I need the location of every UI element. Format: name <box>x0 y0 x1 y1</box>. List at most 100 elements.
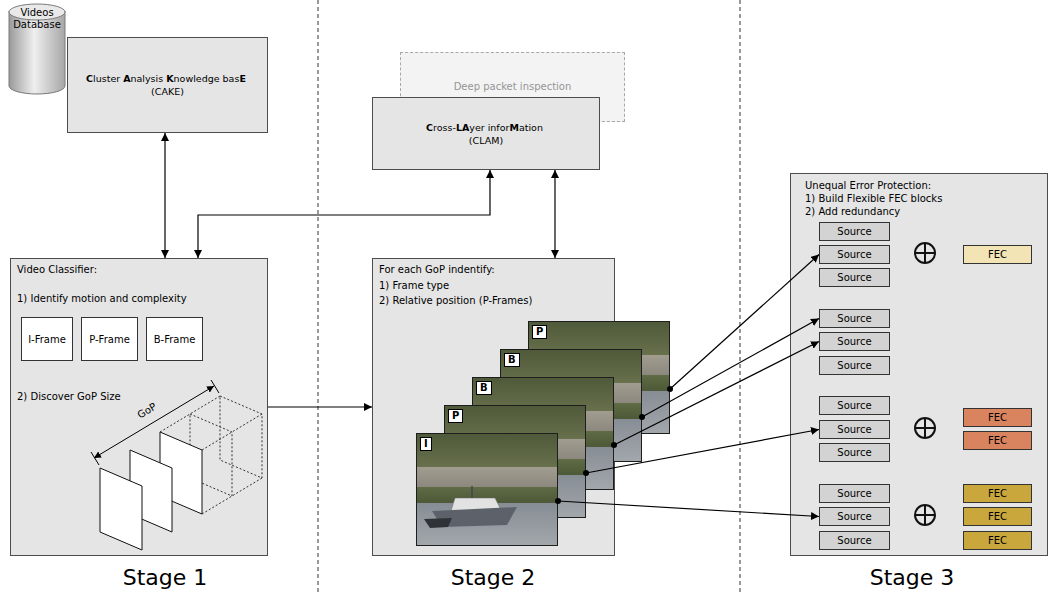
box-label: Deep packet inspection <box>454 80 572 93</box>
fec-block: FEC <box>963 531 1032 550</box>
block-label: FEC <box>988 434 1007 447</box>
xor-symbol <box>915 427 935 429</box>
block-label: FEC <box>988 510 1007 523</box>
panel-text: 1) Identify motion and complexity <box>17 292 267 305</box>
start-dot <box>667 386 673 392</box>
gop-panel: For each GoP indentify: 1) Frame type 2) R… <box>372 258 615 556</box>
block-label: Source <box>837 487 871 500</box>
connector-arrow <box>164 133 165 258</box>
dimension-tick <box>91 452 99 465</box>
source-block: Source <box>819 484 890 503</box>
connector-arrow <box>554 170 555 258</box>
block-label: Source <box>837 312 871 325</box>
source-block: Source <box>819 531 890 550</box>
xor-symbol <box>915 252 935 254</box>
block-label: Source <box>837 271 871 284</box>
frame-type-letter: B <box>504 353 520 367</box>
stage-label-holder: Stage 2 <box>451 565 536 591</box>
dotted-edge <box>160 396 220 432</box>
panel-text: 2) Relative position (P-Frames) <box>379 294 614 307</box>
stage-separator <box>740 0 741 595</box>
panel-text: 1) Build Flexible FEC blocks <box>805 192 1047 205</box>
connector-arrow <box>670 255 819 390</box>
dimension-tick <box>211 380 219 393</box>
connector-arrow <box>586 430 819 474</box>
stage-label: Stage 3 <box>870 565 955 591</box>
start-dot <box>639 414 645 420</box>
source-block: Source <box>819 443 890 462</box>
dimension-arrow <box>94 386 214 458</box>
connector-arrow <box>558 501 819 517</box>
xor-symbol <box>915 505 935 525</box>
frame-type-box: P-Frame <box>81 317 138 361</box>
gop-frame <box>130 450 172 532</box>
stage-label: Stage 2 <box>451 565 536 591</box>
connector-arrow <box>198 170 490 258</box>
knowledge-base-box: Cluster Analysis Knowledge basE (CAKE) <box>67 37 268 133</box>
source-block: Source <box>819 268 890 287</box>
box-label: Cluster Analysis Knowledge basE (CAKE) <box>86 72 249 98</box>
text-run: ation <box>519 122 546 133</box>
source-block: Source <box>819 245 890 264</box>
dimension-label: GoP <box>135 401 158 422</box>
frame-type-letter: P <box>448 409 463 423</box>
fec-block: FEC <box>963 431 1032 450</box>
block-label: Source <box>837 510 871 523</box>
block-label: Source <box>837 248 871 261</box>
text-run: A <box>123 73 130 84</box>
xor-symbol <box>915 418 935 438</box>
block-label: FEC <box>988 534 1007 547</box>
source-block: Source <box>819 507 890 526</box>
block-label: Source <box>837 423 871 436</box>
stage-label-holder: Stage 1 <box>123 565 208 591</box>
xor-symbol <box>915 514 935 516</box>
box-label: Cross-LAyer inforMation (CLAM) <box>426 121 546 147</box>
block-label: Source <box>837 335 871 348</box>
start-dot <box>583 470 589 476</box>
frame-type-box: I-Frame <box>21 317 73 361</box>
stage-label: Stage 1 <box>123 565 208 591</box>
text-line: Cross-LAyer inforMation <box>426 121 546 134</box>
block-label: Source <box>837 534 871 547</box>
xor-symbols <box>915 243 935 525</box>
cross-layer-box: Cross-LAyer inforMation (CLAM) <box>372 97 600 170</box>
text-run: LA <box>456 122 469 133</box>
frame-type-letter: P <box>532 325 547 339</box>
fec-block: FEC <box>963 484 1032 503</box>
source-block: Source <box>819 309 890 328</box>
frame-type-letter: I <box>420 437 432 451</box>
boat-cabin <box>451 498 501 511</box>
panel-heading: Unequal Error Protection: <box>805 179 1047 192</box>
start-dot <box>555 498 561 504</box>
panel-heading: For each GoP indentify: <box>379 263 614 276</box>
dotted-frame <box>220 396 262 478</box>
text-run: K <box>166 73 173 84</box>
gop-frame <box>160 432 202 514</box>
block-label: FEC <box>988 411 1007 424</box>
block-label: P-Frame <box>89 333 130 346</box>
start-dot <box>611 442 617 448</box>
connector-arrow <box>614 342 819 446</box>
boat-hull <box>432 507 517 527</box>
gop-sketch <box>91 380 262 550</box>
database-cylinder: Videos Database <box>7 3 67 95</box>
protection-panel: Unequal Error Protection:1) Build Flexib… <box>790 173 1048 556</box>
fec-block: FEC <box>963 245 1032 264</box>
text-line: (CAKE) <box>86 85 249 98</box>
fec-block: FEC <box>963 408 1032 427</box>
text-run: nowledge bas <box>174 73 240 84</box>
classifier-panel: Video Classifier:1) Identify motion and … <box>10 258 268 556</box>
block-label: Source <box>837 359 871 372</box>
boat-mast <box>471 486 473 498</box>
connector-arrow <box>642 319 819 418</box>
panel-text: 1) Frame type <box>379 279 614 292</box>
text-run: C <box>86 73 93 84</box>
xor-symbol <box>924 243 926 263</box>
gop-frame <box>100 468 142 550</box>
source-block: Source <box>819 356 890 375</box>
frame-type-letter: B <box>476 381 492 395</box>
xor-symbol <box>924 505 926 525</box>
block-label: Source <box>837 446 871 459</box>
dotted-edge <box>202 414 262 450</box>
source-block: Source <box>819 420 890 439</box>
